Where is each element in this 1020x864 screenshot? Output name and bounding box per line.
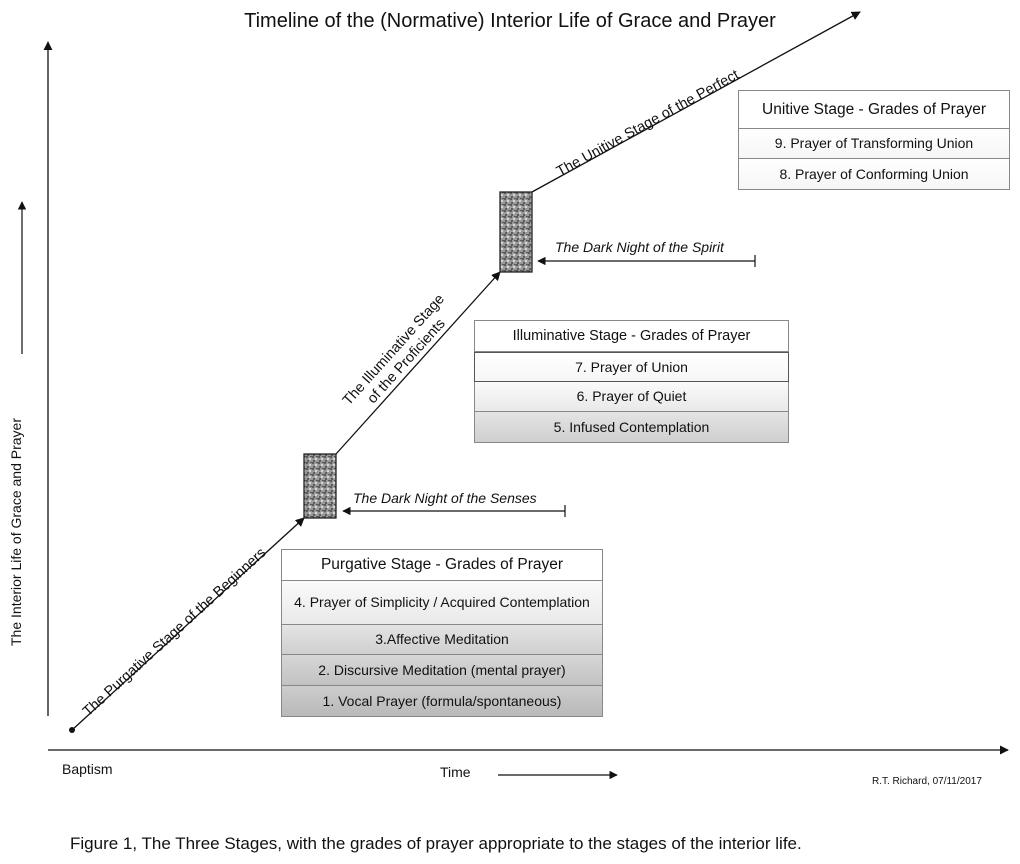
time-label: Time (440, 764, 471, 780)
purgative-grades-table: Purgative Stage - Grades of Prayer 4. Pr… (281, 549, 603, 717)
unitive-path (531, 11, 861, 193)
purgative-row-1: 1. Vocal Prayer (formula/spontaneous) (282, 686, 602, 716)
unitive-table-header: Unitive Stage - Grades of Prayer (739, 91, 1009, 129)
illuminative-row-6: 6. Prayer of Quiet (475, 382, 788, 412)
diagram-title: Timeline of the (Normative) Interior Lif… (244, 10, 776, 32)
illuminative-path (335, 271, 501, 455)
purgative-row-3: 3.Affective Meditation (282, 625, 602, 655)
unitive-row-9: 9. Prayer of Transforming Union (739, 129, 1009, 159)
purgative-row-4: 4. Prayer of Simplicity / Acquired Conte… (282, 581, 602, 625)
purgative-row-2: 2. Discursive Meditation (mental prayer) (282, 655, 602, 686)
illuminative-table-header: Illuminative Stage - Grades of Prayer (475, 321, 788, 352)
y-axis-label: The Interior Life of Grace and Prayer (8, 418, 24, 646)
dark-night-spirit-block (499, 191, 533, 273)
dark-night-senses-block (303, 453, 337, 519)
illuminative-grades-table: Illuminative Stage - Grades of Prayer 7.… (474, 320, 789, 443)
unitive-grades-table: Unitive Stage - Grades of Prayer 9. Pray… (738, 90, 1010, 190)
unitive-row-8: 8. Prayer of Conforming Union (739, 159, 1009, 189)
illuminative-row-5: 5. Infused Contemplation (475, 412, 788, 442)
illuminative-row-7: 7. Prayer of Union (474, 352, 789, 382)
purgative-path (71, 517, 305, 731)
dark-night-senses-label: The Dark Night of the Senses (353, 490, 537, 506)
author-credit: R.T. Richard, 07/11/2017 (872, 776, 982, 787)
figure-caption: Figure 1, The Three Stages, with the gra… (70, 834, 802, 853)
dark-night-spirit-label: The Dark Night of the Spirit (555, 239, 724, 255)
purgative-table-header: Purgative Stage - Grades of Prayer (282, 550, 602, 581)
baptism-label: Baptism (62, 761, 113, 777)
